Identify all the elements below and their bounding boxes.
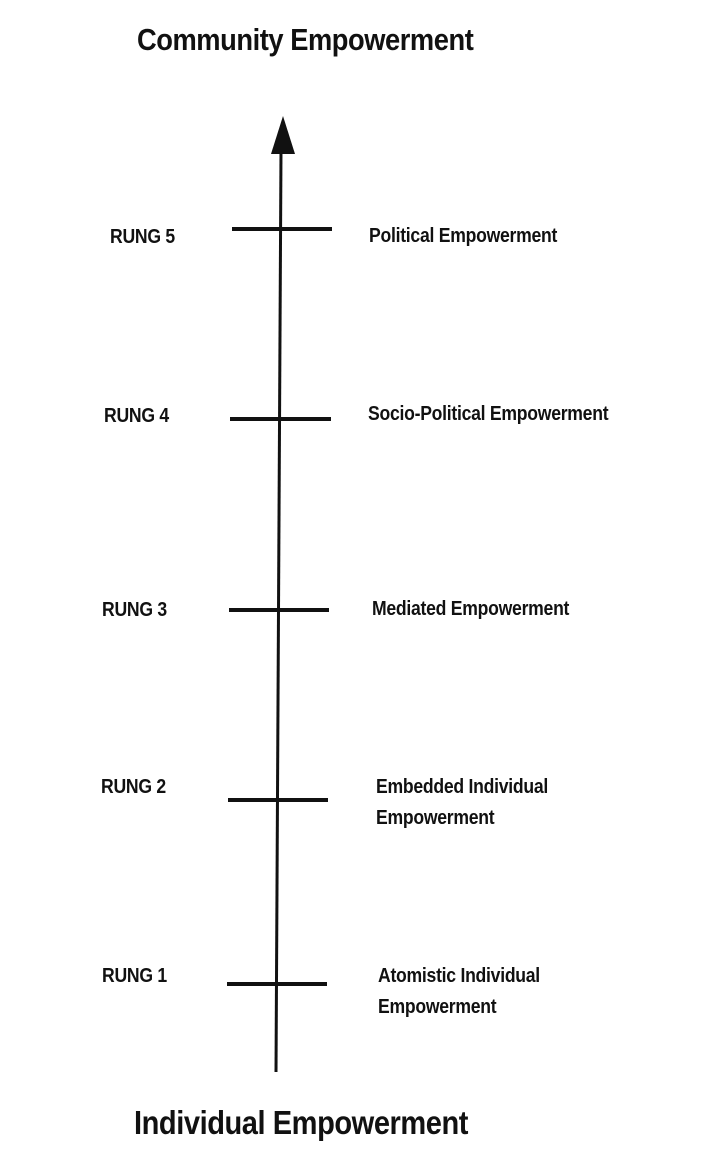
rung-2-description: Embedded Individual Empowerment	[376, 776, 548, 829]
rung-5-description: Political Empowerment	[369, 225, 558, 247]
rung-3-description: Mediated Empowerment	[372, 598, 570, 620]
arrow-up-icon	[271, 116, 295, 154]
rung-1-label: RUNG 1	[102, 965, 167, 987]
rung-1-description: Atomistic Individual Empowerment	[378, 965, 540, 1018]
rung-5-label: RUNG 5	[110, 226, 175, 248]
rung-4-label: RUNG 4	[104, 405, 169, 427]
rung-3-label: RUNG 3	[102, 599, 167, 621]
rung-2-label: RUNG 2	[101, 776, 166, 798]
rung-4-description: Socio-Political Empowerment	[368, 403, 609, 425]
diagram-title-top: Community Empowerment	[137, 22, 474, 57]
diagram-title-bottom: Individual Empowerment	[134, 1104, 469, 1141]
